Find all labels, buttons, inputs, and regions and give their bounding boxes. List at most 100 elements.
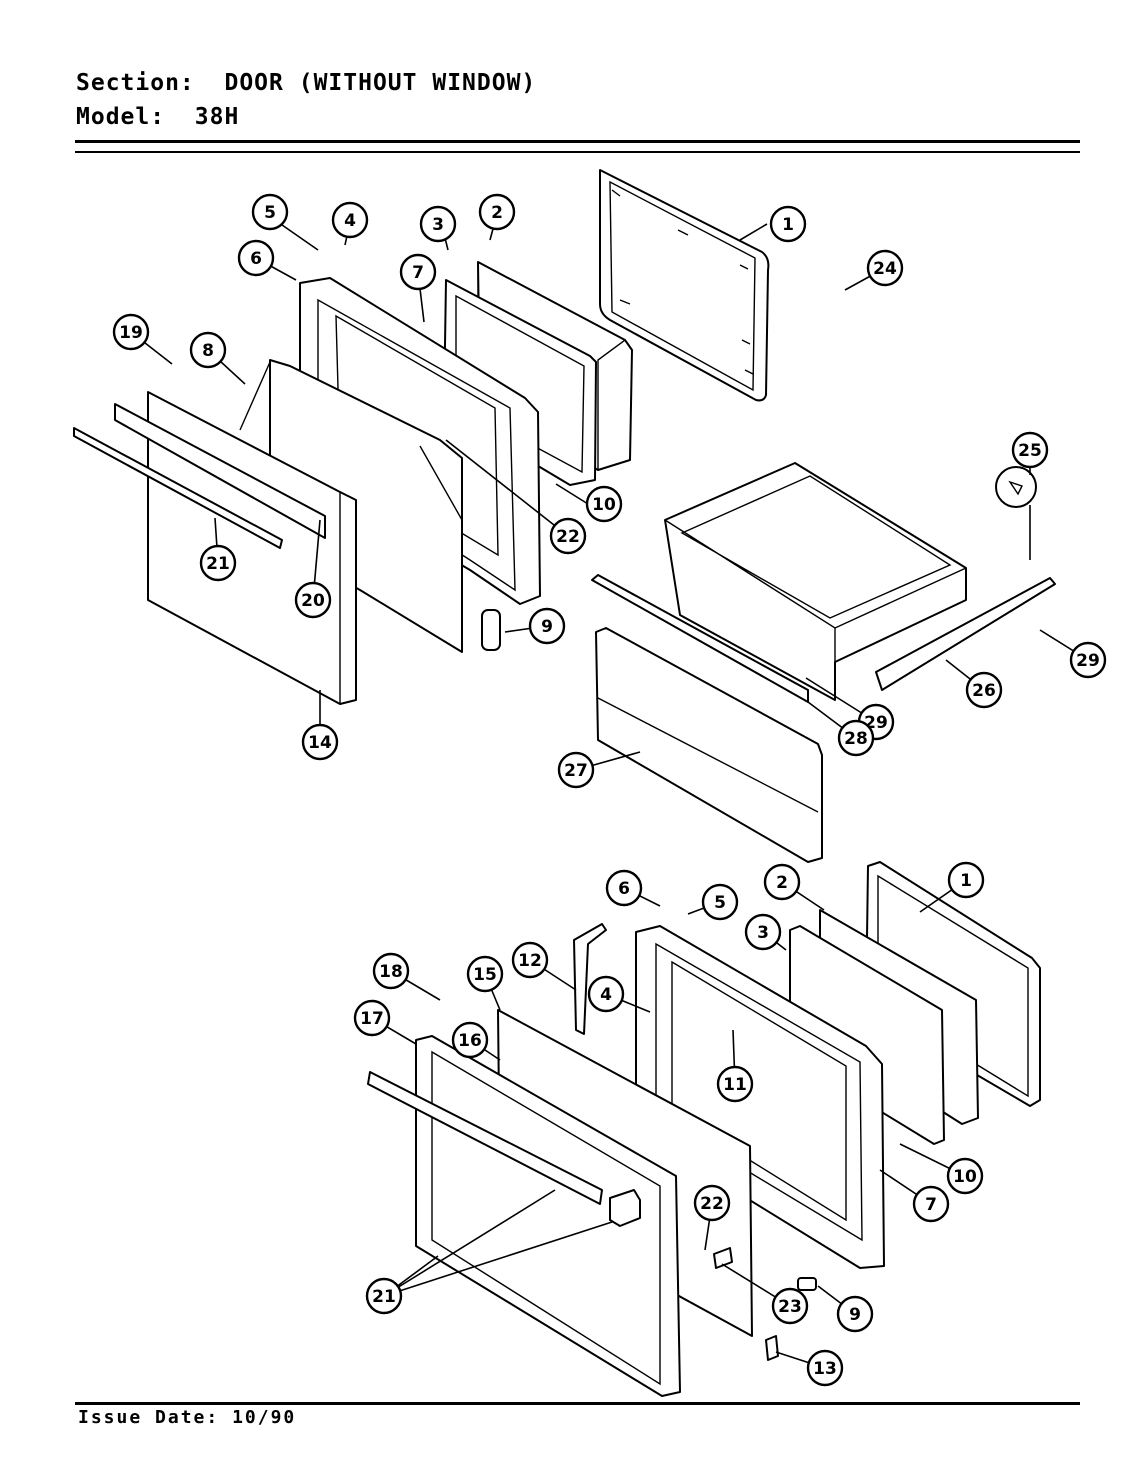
callout-top-door-20: 20	[294, 581, 332, 619]
section-label: Section:	[76, 70, 195, 96]
callout-top-door-4: 4	[331, 201, 369, 239]
callout-number: 15	[473, 965, 497, 985]
callout-number: 9	[849, 1305, 861, 1325]
callout-number: 4	[600, 985, 612, 1005]
callout-bottom-door-18: 18	[372, 952, 410, 990]
callout-bottom-door-7: 7	[912, 1185, 950, 1223]
callout-top-door-8: 8	[189, 331, 227, 369]
callout-bottom-door-4: 4	[587, 975, 625, 1013]
footer-rule	[75, 1402, 1080, 1405]
part-1-back-panel	[599, 169, 770, 402]
callout-number: 21	[206, 554, 230, 574]
callout-number: 29	[1076, 651, 1100, 671]
callout-bottom-door-17: 17	[353, 999, 391, 1037]
callout-bottom-door-1: 1	[947, 861, 985, 899]
callout-top-door-2: 2	[478, 193, 516, 231]
callout-number: 20	[301, 591, 325, 611]
part-12-gasket	[573, 923, 607, 1035]
part-13-bracket	[765, 1335, 779, 1361]
part-26-slide-rail	[875, 577, 1056, 691]
callout-drawer-26: 26	[965, 671, 1003, 709]
callout-bottom-door-3: 3	[744, 913, 782, 951]
callout-bottom-door-16: 16	[451, 1021, 489, 1059]
callout-number: 2	[776, 873, 788, 893]
callout-number: 10	[592, 495, 616, 515]
callout-bottom-door-23: 23	[771, 1287, 809, 1325]
callout-bottom-door-5: 5	[701, 883, 739, 921]
part-9-hinge-block	[481, 609, 501, 651]
header-rule-thick	[75, 140, 1080, 143]
callout-number: 19	[119, 323, 143, 343]
callout-number: 17	[360, 1009, 384, 1029]
callout-bottom-door-21: 21	[365, 1277, 403, 1315]
callout-top-door-22: 22	[549, 517, 587, 555]
callout-top-door-9: 9	[528, 607, 566, 645]
callout-number: 10	[953, 1167, 977, 1187]
callout-number: 22	[556, 527, 580, 547]
part-21-handle-lower	[367, 1071, 603, 1205]
callout-bottom-door-12: 12	[511, 941, 549, 979]
model-label: Model:	[76, 104, 166, 130]
part-9-pad	[797, 1277, 817, 1291]
callout-number: 2	[491, 203, 503, 223]
callout-drawer-25: 25	[1011, 431, 1049, 469]
callout-number: 26	[972, 681, 996, 701]
callout-number: 12	[518, 951, 542, 971]
callout-number: 25	[1018, 441, 1042, 461]
callout-bottom-door-10: 10	[946, 1157, 984, 1195]
part-27-drawer-front	[595, 627, 823, 863]
callout-number: 23	[778, 1297, 802, 1317]
callout-top-door-1: 1	[769, 205, 807, 243]
callout-number: 3	[432, 215, 444, 235]
top-door-assembly	[73, 169, 770, 705]
callout-number: 13	[813, 1359, 837, 1379]
callout-number: 4	[344, 211, 356, 231]
callout-top-door-5: 5	[251, 193, 289, 231]
part-17-outer-frame	[415, 1035, 681, 1397]
callout-bubbles: 1234567810192220219142425292629282712345…	[112, 193, 1107, 1387]
callout-number: 5	[714, 893, 726, 913]
model-heading: Model: 38H	[76, 104, 239, 130]
callout-bottom-door-2: 2	[763, 863, 801, 901]
bottom-door-assembly	[367, 861, 1041, 1397]
callout-number: 21	[372, 1287, 396, 1307]
callout-drawer-27: 27	[557, 751, 595, 789]
callout-bottom-door-11: 11	[716, 1065, 754, 1103]
issue-date: Issue Date: 10/90	[78, 1407, 296, 1428]
callout-number: 3	[757, 923, 769, 943]
callout-drawer-29: 29	[1069, 641, 1107, 679]
callout-number: 6	[618, 879, 630, 899]
callout-number: 7	[412, 263, 424, 283]
callout-number: 8	[202, 341, 214, 361]
callout-number: 14	[308, 733, 332, 753]
callout-number: 5	[264, 203, 276, 223]
callout-number: 11	[723, 1075, 747, 1095]
callout-number: 7	[925, 1195, 937, 1215]
part-24-drawer-box	[664, 462, 967, 701]
callout-number: 24	[873, 259, 897, 279]
callout-bottom-door-15: 15	[466, 955, 504, 993]
callout-number: 9	[541, 617, 553, 637]
callout-bottom-door-9: 9	[836, 1295, 874, 1333]
section-value: DOOR (WITHOUT WINDOW)	[224, 70, 537, 96]
part-28-trim-strip	[591, 574, 809, 703]
callout-drawer-24: 24	[866, 249, 904, 287]
callout-number: 18	[379, 962, 403, 982]
callout-top-door-21: 21	[199, 544, 237, 582]
callout-top-door-6: 6	[237, 239, 275, 277]
part-21-end-cap	[609, 1189, 641, 1227]
issue-value: 10/90	[232, 1407, 297, 1428]
callout-number: 27	[564, 761, 588, 781]
callout-number: 22	[700, 1194, 724, 1214]
drawer-assembly	[591, 462, 1056, 863]
section-heading: Section: DOOR (WITHOUT WINDOW)	[76, 70, 536, 96]
callout-bottom-door-22: 22	[693, 1184, 731, 1222]
part-20-handle-bracket	[114, 403, 326, 539]
callout-top-door-14: 14	[301, 723, 339, 761]
issue-label: Issue Date:	[78, 1407, 220, 1428]
part-25-clip-detail	[995, 466, 1037, 508]
callout-top-door-19: 19	[112, 313, 150, 351]
part-21-handle	[73, 427, 283, 549]
callout-top-door-7: 7	[399, 253, 437, 291]
callout-number: 28	[844, 729, 868, 749]
